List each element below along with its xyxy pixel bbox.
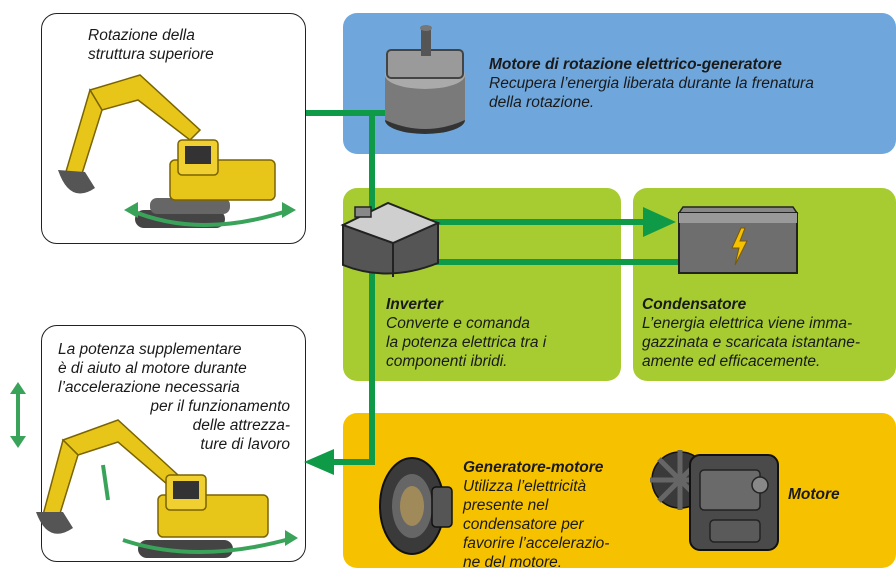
capacitor-title: Condensatore <box>642 296 747 313</box>
swing-motor-title: Motore di rotazione elettrico-generatore <box>489 56 782 73</box>
generator-text: Generatore-motore Utilizza l’elettricità… <box>463 458 609 572</box>
capacitor-text: Condensatore L’energia elettrica viene i… <box>642 295 860 371</box>
attachment-caption-line6: ture di lavoro <box>200 436 290 453</box>
attachment-caption-line5: delle attrezza- <box>192 417 290 434</box>
inverter-desc-line1: Converte e comanda <box>386 315 530 332</box>
arrow-to-capacitor <box>643 207 676 237</box>
attachment-caption-line1: La potenza supplementare <box>58 341 242 358</box>
inverter-title: Inverter <box>386 296 443 313</box>
attachment-caption-line3: l’accelerazione necessaria <box>58 379 240 396</box>
swing-motor-desc-line1: Recupera l’energia liberata durante la f… <box>489 75 814 92</box>
inverter-text: Inverter Converte e comanda la potenza e… <box>386 295 546 371</box>
inverter-desc-line3: componenti ibridi. <box>386 353 508 370</box>
generator-title: Generatore-motore <box>463 459 604 476</box>
capacitor-icon <box>677 206 799 274</box>
attachment-caption: La potenza supplementare è di aiuto al m… <box>58 340 290 454</box>
capacitor-desc-line1: L’energia elettrica viene imma- <box>642 315 853 332</box>
engine-label: Motore <box>788 486 840 503</box>
excavator-attachment-illustration <box>10 382 298 558</box>
swing-caption-line2: struttura superiore <box>88 46 214 63</box>
engine-icon <box>650 450 779 551</box>
generator-desc-line3: condensatore per <box>463 516 584 533</box>
generator-desc-line4: favorire l’accelerazio- <box>463 535 610 552</box>
generator-motor-icon <box>379 457 453 555</box>
generator-desc-line1: Utilizza l’elettricità <box>463 478 587 495</box>
capacitor-desc-line3: amente ed efficacemente. <box>642 353 821 370</box>
arrow-to-left-card <box>304 449 334 475</box>
attachment-caption-line4: per il funzionamento <box>150 398 290 415</box>
swing-motor-desc-line2: della rotazione. <box>489 94 595 111</box>
swing-motor-text: Motore di rotazione elettrico-generatore… <box>489 55 814 112</box>
swing-motor-generator-icon <box>385 25 465 134</box>
generator-desc-line2: presente nel <box>463 497 549 514</box>
swing-caption: Rotazione della struttura superiore <box>88 26 214 64</box>
generator-desc-line5: ne del motore. <box>463 554 563 571</box>
excavator-swing-illustration <box>58 74 296 228</box>
attachment-caption-line2: è di aiuto al motore durante <box>58 360 247 377</box>
inverter-desc-line2: la potenza elettrica tra i <box>386 334 547 351</box>
connector-inverter-to-left <box>332 265 375 465</box>
swing-caption-line1: Rotazione della <box>88 27 195 44</box>
capacitor-desc-line2: gazzinata e scaricata istantane- <box>642 334 860 351</box>
inverter-icon <box>340 201 441 277</box>
